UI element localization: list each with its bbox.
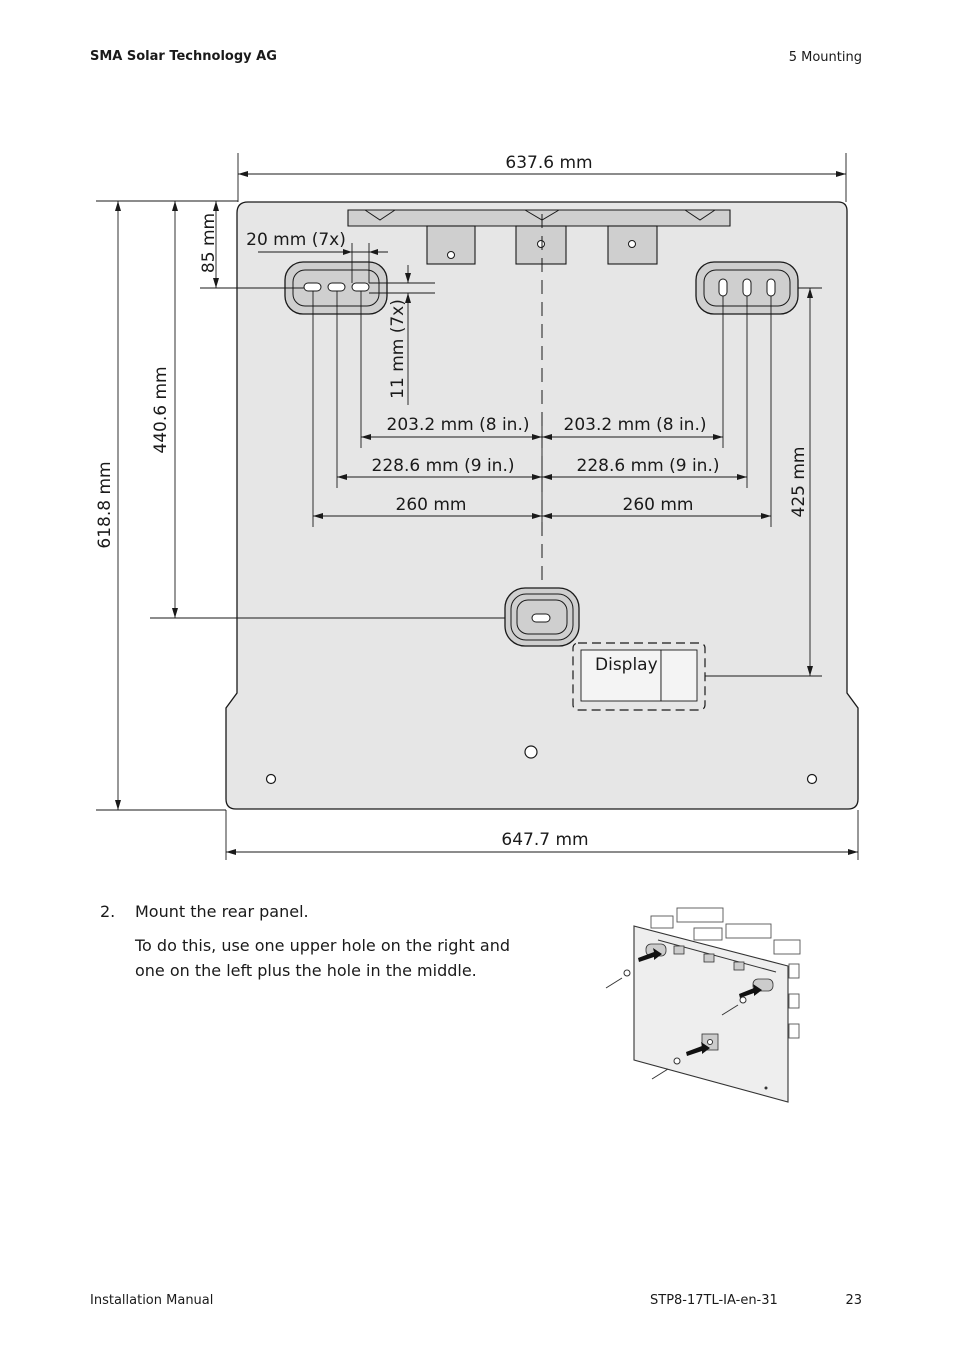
header-section: 5 Mounting [788,50,862,65]
left-hole-group [284,261,388,315]
step-title: Mount the rear panel. [135,902,309,921]
dim-hole-height: 11 mm (7x) [388,299,408,399]
footer-page-number: 23 [845,1293,862,1308]
dim-260-left: 260 mm [396,495,467,515]
footer-manual: Installation Manual [90,1293,214,1308]
middle-hole-group [504,587,580,647]
dim-bottom-width: 647.7 mm [501,830,588,850]
illus-panel [633,925,789,1103]
mounting-illustration [605,907,801,1103]
step-number: 2. [100,902,116,921]
dim-middle-height: 440.6 mm [151,366,171,453]
header-company: SMA Solar Technology AG [90,49,277,64]
dim-total-height: 618.8 mm [95,461,115,548]
mounting-dimension-drawing: Display [95,153,859,860]
dim-right-height: 425 mm [789,447,809,518]
dim-top-width: 637.6 mm [505,153,592,173]
dim-203-right: 203.2 mm (8 in.) [564,415,707,435]
display-label: Display [595,655,658,675]
step-instructions: To do this, use one upper hole on the ri… [135,936,510,980]
dim-260-right: 260 mm [623,495,694,515]
dim-228-right: 228.6 mm (9 in.) [577,456,720,476]
bracket-tab-left [426,225,476,265]
dim-203-left: 203.2 mm (8 in.) [387,415,530,435]
dim-228-left: 228.6 mm (9 in.) [372,456,515,476]
dim-hole-width: 20 mm (7x) [246,230,346,250]
dim-top-offset: 85 mm [199,213,219,273]
display-area [572,642,706,711]
footer-doc-id: STP8-17TL-IA-en-31 [650,1293,778,1308]
